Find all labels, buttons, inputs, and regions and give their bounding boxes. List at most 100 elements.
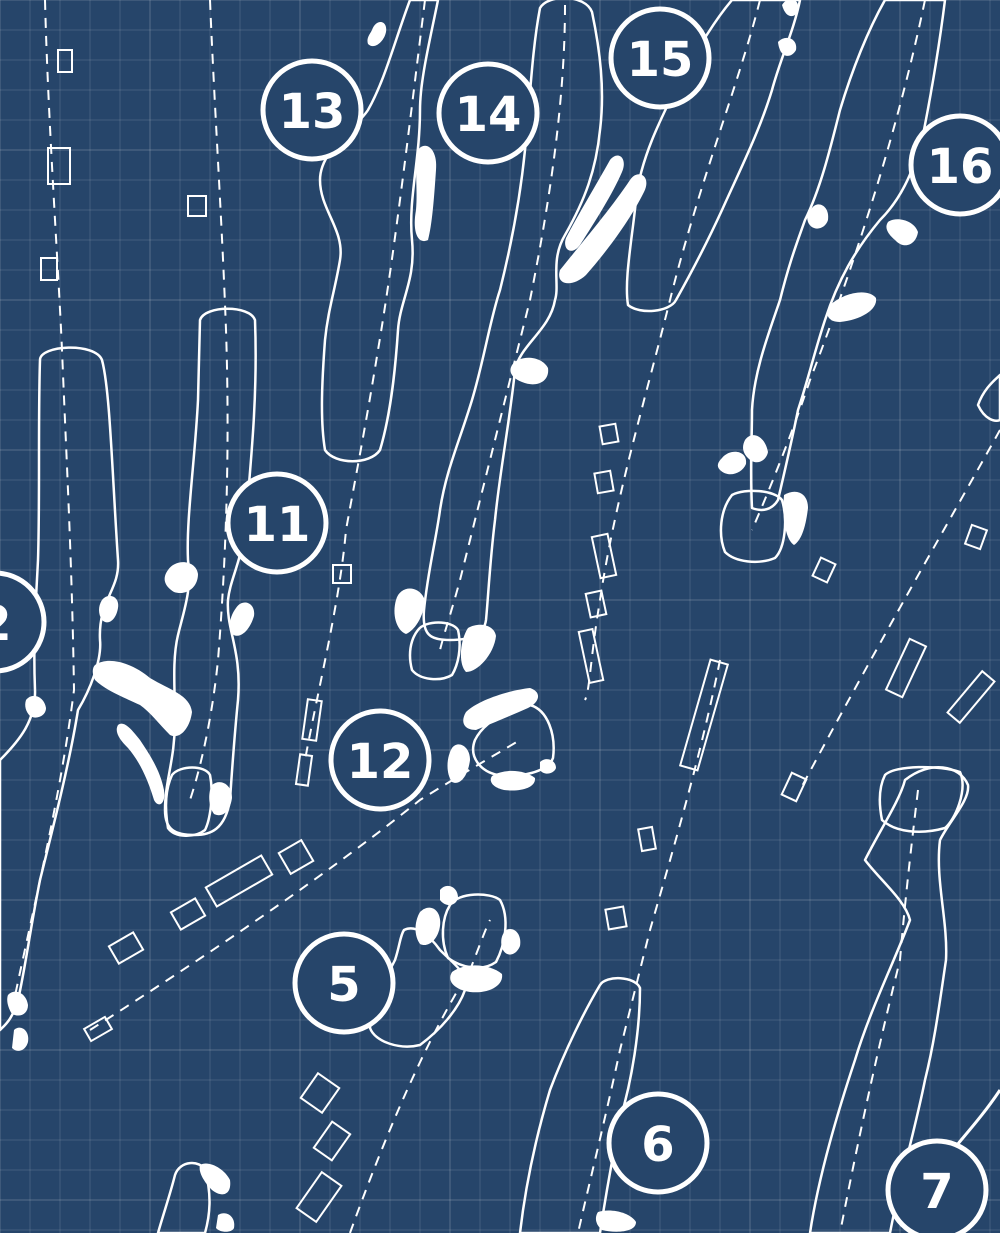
bunker — [12, 1027, 29, 1051]
tee-box — [946, 669, 996, 725]
playline-hole-13 — [304, 0, 426, 761]
hole-marker-6: 6 — [606, 1091, 710, 1195]
fairway-hole-6 — [518, 977, 642, 1233]
tee-box — [963, 523, 989, 551]
tee-box — [780, 771, 808, 803]
tee-box — [82, 1015, 114, 1043]
tee-box — [169, 896, 207, 932]
bunker — [595, 1210, 636, 1232]
playline-hole-11 — [189, 0, 229, 801]
playline-hole-12 — [89, 739, 521, 1031]
hole-marker-15: 15 — [608, 6, 712, 110]
fairway-hole-bottom-left — [156, 1161, 211, 1233]
playline-hole-15 — [584, 0, 761, 701]
fairway-hole-14 — [422, 0, 604, 642]
tee-box — [577, 627, 605, 685]
bunker — [447, 744, 470, 783]
bunker — [116, 723, 165, 805]
tee-box — [678, 658, 730, 772]
bunker — [229, 602, 255, 636]
bunker — [216, 1213, 235, 1232]
tee-box — [584, 589, 608, 619]
bunker — [886, 219, 918, 246]
tee-box — [590, 532, 618, 580]
green-hole-5 — [441, 893, 507, 970]
tee-box — [40, 257, 58, 281]
bunker — [99, 595, 119, 623]
fairway-hole-11 — [163, 307, 257, 837]
tee-box — [637, 825, 657, 853]
green-hole-16 — [719, 489, 787, 564]
bunker — [394, 588, 425, 634]
bunker — [782, 0, 799, 17]
hole-marker-16: 16 — [908, 113, 1000, 217]
tee-box — [277, 838, 315, 876]
tee-box — [312, 1120, 352, 1162]
tee-box — [301, 698, 323, 742]
bunker — [460, 624, 496, 672]
tee-box — [604, 905, 628, 931]
hole-number-12: 12 — [347, 734, 414, 790]
bunker — [463, 688, 539, 730]
hole-number-15: 15 — [627, 32, 694, 88]
playline-hole-16 — [751, 0, 926, 531]
bunker — [501, 928, 521, 955]
bunker — [164, 562, 198, 594]
bunker — [540, 759, 556, 774]
green-hole-7 — [878, 765, 964, 833]
tee-box — [299, 1071, 341, 1115]
tee-box — [204, 854, 274, 908]
hole-number-5: 5 — [327, 957, 360, 1013]
bunker — [827, 292, 877, 322]
bunker — [414, 145, 437, 242]
tee-box — [57, 49, 73, 73]
bunker — [92, 660, 192, 737]
bunker — [25, 695, 46, 718]
tee-box — [47, 147, 71, 185]
hole-number-7: 7 — [920, 1164, 953, 1220]
hole-number-14: 14 — [455, 87, 522, 143]
tee-box — [884, 637, 928, 699]
tee-box — [598, 422, 620, 446]
bunker — [199, 1163, 231, 1195]
fairway-hole-16 — [749, 0, 947, 512]
tee-boxes — [40, 49, 996, 1224]
hole-number-16: 16 — [927, 139, 994, 195]
hole-marker-12: 12 — [328, 708, 432, 812]
bunker — [490, 770, 536, 791]
bunker — [778, 37, 797, 56]
bunker — [440, 885, 458, 906]
tee-box — [295, 1170, 343, 1224]
hole-marker-5: 5 — [292, 931, 396, 1035]
bunker — [450, 965, 503, 993]
bunker — [559, 174, 647, 284]
fairway-hole-17-partial — [976, 373, 1000, 422]
green-hole-11 — [164, 766, 213, 837]
playline-hole-2 — [11, 0, 76, 1011]
bunker — [209, 782, 232, 816]
playline-hole-17 — [799, 429, 1000, 791]
hole-number-11: 11 — [244, 497, 311, 553]
hole-marker-14: 14 — [436, 61, 540, 165]
hole-marker-2: 2 — [0, 570, 47, 674]
tee-box — [332, 564, 352, 584]
hole-number-13: 13 — [279, 84, 346, 140]
tee-box — [107, 930, 145, 966]
tee-box — [593, 469, 615, 495]
playline-hole-5 — [349, 919, 491, 1233]
bunker — [807, 204, 829, 229]
tee-box — [187, 195, 207, 217]
bunker — [510, 357, 549, 385]
bunker — [367, 21, 387, 47]
playline-hole-6 — [577, 659, 721, 1233]
hole-markers: 13 14 15 16 11 2 12 5 — [0, 6, 1000, 1233]
bunkers — [7, 0, 918, 1232]
hole-number-6: 6 — [641, 1117, 674, 1173]
bunker — [565, 155, 624, 251]
tee-box — [811, 556, 837, 584]
bunker — [743, 435, 768, 463]
hole-marker-7: 7 — [885, 1138, 989, 1233]
bunker — [717, 451, 747, 475]
